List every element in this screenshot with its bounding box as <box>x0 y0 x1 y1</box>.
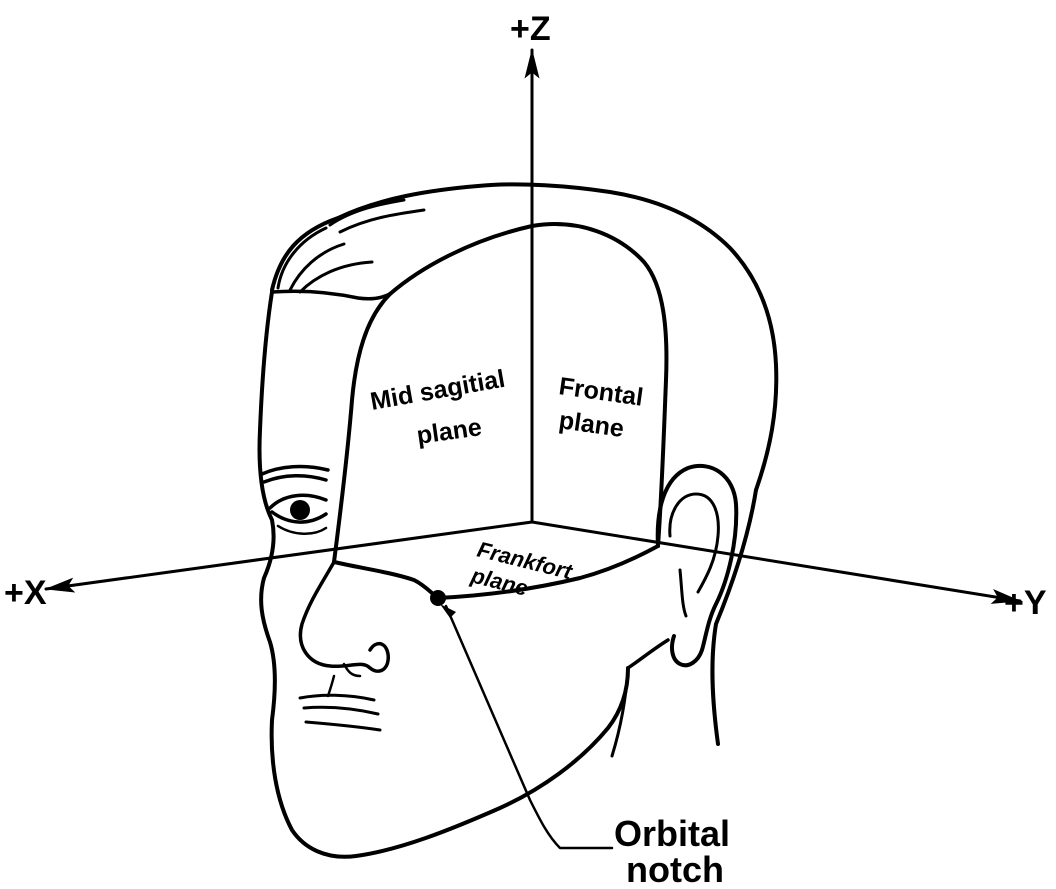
eye-lid-lower <box>278 526 326 534</box>
orbital-notch-label-line2: notch <box>626 849 724 889</box>
mouth <box>300 695 380 730</box>
eyebrow <box>262 467 328 482</box>
frontal-label-line2: plane <box>557 406 626 443</box>
jaw-line <box>628 640 668 668</box>
frontal-label-line1: Frontal <box>557 372 645 412</box>
orbital-notch-arrowhead <box>440 604 456 618</box>
x-axis-label: +X <box>4 574 47 612</box>
orbital-notch-leader <box>446 606 612 848</box>
y-axis-label: +Y <box>1004 584 1047 622</box>
orbital-notch-point <box>430 590 446 606</box>
philtrum <box>328 676 334 696</box>
ear <box>658 466 737 665</box>
z-axis-label: +Z <box>510 10 551 48</box>
hairline-front <box>272 291 390 299</box>
hair-tuft <box>278 200 424 292</box>
mid-sagittal-label-line2: plane <box>415 413 484 450</box>
ear-inner <box>670 494 719 616</box>
mid-sagittal-label-line1: Mid sagitial <box>368 365 507 416</box>
y-axis <box>532 522 1020 601</box>
orbital-notch-label-line1: Orbital <box>614 813 730 854</box>
nose <box>300 562 388 671</box>
eye-pupil <box>290 500 310 520</box>
mid-sagittal-edge <box>334 294 390 562</box>
